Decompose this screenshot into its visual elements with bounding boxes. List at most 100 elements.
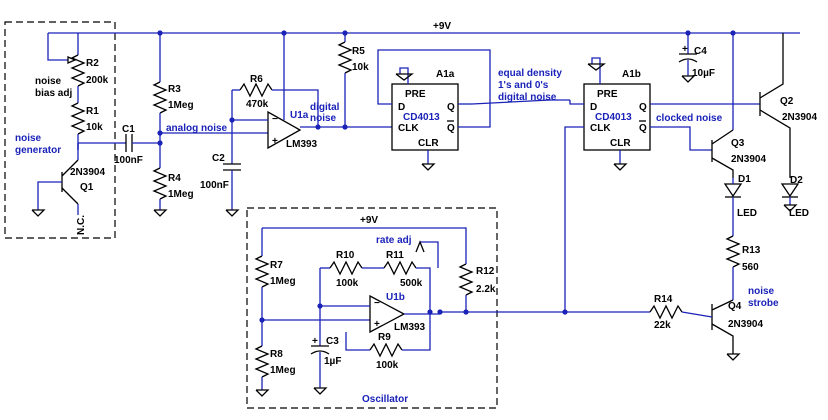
- ground-symbol-r8: [255, 389, 270, 397]
- u1a-minus-pin: −: [272, 114, 278, 125]
- transistor-q3: Q3 2N3904 D1 LED: [711, 129, 766, 236]
- equal-density-line1: equal density: [498, 68, 562, 79]
- r4-ref: R4: [168, 173, 181, 184]
- q3-ref: Q3: [731, 138, 745, 149]
- equal-density-line2: 1's and 0's: [498, 80, 549, 91]
- q4-ref: Q4: [728, 301, 742, 312]
- q2-ref: Q2: [780, 96, 794, 107]
- q1-ref: Q1: [80, 182, 94, 193]
- c1-value: 100nF: [114, 155, 143, 166]
- r7-value: 1Meg: [270, 276, 296, 287]
- d2-value: LED: [789, 208, 809, 219]
- r10-ref: R10: [336, 250, 355, 261]
- q1-collector: [61, 159, 79, 177]
- r9-ref: R9: [378, 332, 391, 343]
- ground-symbol-c4: [681, 75, 696, 83]
- r3-ref: R3: [168, 84, 181, 95]
- c2-value: 100nF: [200, 180, 229, 191]
- ground-symbol-a1b: [613, 163, 628, 171]
- ground-symbol-q4: [726, 353, 741, 361]
- resistor-r14: [649, 304, 683, 320]
- q4-value: 2N3904: [728, 319, 763, 330]
- resistor-r6: [239, 82, 273, 98]
- resistor-r5: [337, 41, 353, 74]
- oscillator: +9V R7 1Meg R8 1Meg − + U1b LM393 R10 10…: [254, 215, 496, 405]
- r2-value: 200k: [86, 75, 109, 86]
- r8-ref: R8: [270, 349, 283, 360]
- clocked-noise-label: clocked noise: [656, 113, 723, 124]
- resistor-r11: [383, 260, 417, 276]
- r1-ref: R1: [86, 106, 99, 117]
- resistor-r13: [725, 235, 741, 268]
- nc-label: N.C.: [76, 215, 87, 235]
- a1b-value: CD4013: [595, 112, 632, 123]
- u1a-plus-pin: +: [272, 136, 278, 147]
- r11-ref: R11: [386, 250, 404, 261]
- resistor-r5-group: R5 10k: [337, 30, 369, 127]
- oscillator-label: Oscillator: [362, 394, 408, 405]
- a1a-d-pin: D: [398, 102, 405, 113]
- resistor-r12: [458, 263, 474, 296]
- noise-bias-adj-line2: bias adj: [35, 88, 72, 99]
- r7-ref: R7: [270, 260, 283, 271]
- a1a-qbar-pin: Q: [447, 123, 455, 134]
- c3-plus: +: [312, 336, 318, 347]
- a1b-ref: A1b: [622, 69, 641, 80]
- r14-ref: R14: [654, 294, 673, 305]
- r5-value: 10k: [352, 62, 369, 73]
- digital-noise-line1: digital: [310, 102, 340, 113]
- a1b-pre-pin: PRE: [597, 89, 618, 100]
- comparator-u1a: − + R6 470k U1a LM393 digital noise: [160, 30, 392, 164]
- a1a-value: CD4013: [403, 112, 440, 123]
- noise-strobe-line2: strobe: [748, 298, 779, 309]
- r8-value: 1Meg: [270, 365, 296, 376]
- r12-ref: R12: [476, 266, 495, 277]
- noise-generator-label-line1: noise: [15, 133, 42, 144]
- c4-ref: C4: [694, 46, 707, 57]
- q1-emitter: [61, 187, 79, 205]
- resistor-r8: [254, 345, 270, 378]
- r14-value: 22k: [654, 320, 671, 331]
- a1a-clr-pin: CLR: [418, 138, 439, 149]
- top-rail-label: +9V: [433, 21, 451, 32]
- r6-ref: R6: [250, 74, 263, 85]
- noise-generator: R2 200k R1 10k noise bias adj noise gene…: [15, 33, 118, 235]
- r2-wiper-arrow: [67, 56, 77, 64]
- capacitor-c4: + C4 10µF: [678, 30, 715, 83]
- u1b-value: LM393: [394, 322, 426, 333]
- u1b-plus-pin: +: [374, 319, 380, 330]
- ground-symbol-r4: [153, 209, 168, 217]
- osc-rail-label: +9V: [360, 215, 378, 226]
- u1a-ref: U1a: [290, 110, 309, 121]
- c4-value: 10µF: [692, 68, 715, 79]
- r1-value: 10k: [86, 122, 103, 133]
- r12-value: 2.2k: [476, 284, 496, 295]
- r11-value: 500k: [400, 278, 423, 289]
- a1b-clk-pin: CLK: [590, 123, 611, 134]
- a1b-d-pin: D: [590, 102, 597, 113]
- d2-ref: D2: [790, 175, 803, 186]
- rate-adj-label: rate adj: [376, 235, 412, 246]
- digital-noise-line2: noise: [310, 113, 337, 124]
- equal-density-line3: digital noise: [498, 92, 557, 103]
- capacitor-c2: C2 100nF: [200, 153, 241, 217]
- u1a-value: LM393: [286, 139, 318, 150]
- c4-plus: +: [682, 44, 688, 55]
- ground-symbol-a1a: [421, 163, 436, 171]
- noise-generator-label-line2: generator: [15, 145, 61, 156]
- a1a-ref: A1a: [436, 69, 455, 80]
- c3-ref: C3: [326, 336, 339, 347]
- d1-value: LED: [737, 208, 757, 219]
- resistor-r1: [70, 102, 86, 135]
- analog-noise-label: analog noise: [166, 123, 228, 134]
- resistor-r9: [369, 342, 403, 358]
- a1b-q-pin: Q: [639, 102, 647, 113]
- q3-value: 2N3904: [731, 154, 766, 165]
- top-supply-rail: +9V: [48, 21, 800, 34]
- r2-ref: R2: [86, 58, 99, 69]
- u1b-minus-pin: −: [374, 298, 380, 309]
- c3-value: 1µF: [324, 356, 341, 367]
- flip-flop-a1b: PRE D CLK Q Q CLR CD4013 A1b clocked noi…: [471, 57, 760, 315]
- a1b-qbar-pin: Q: [639, 123, 647, 134]
